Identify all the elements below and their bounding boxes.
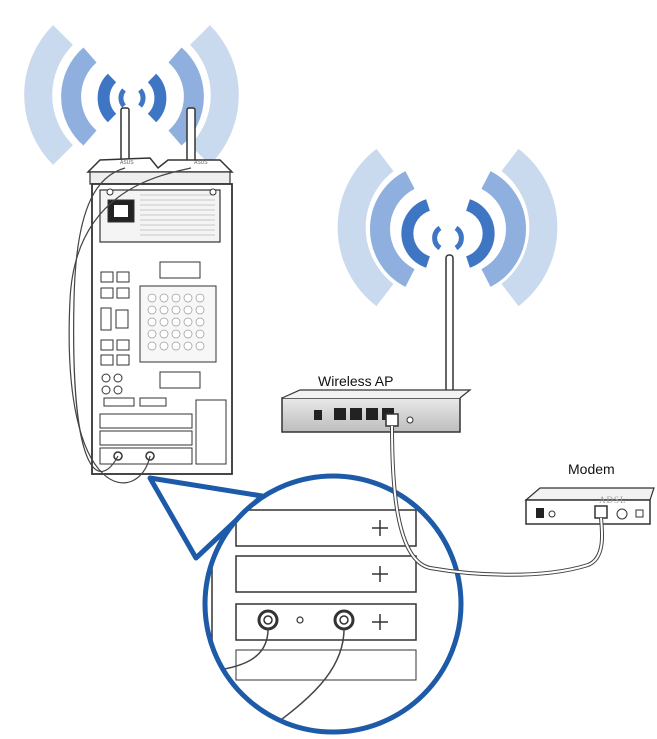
antenna-brand-label: ASUS: [194, 160, 208, 166]
wifi-signal-icon: [337, 148, 558, 307]
expansion-slot: [235, 509, 417, 547]
expansion-slot: [99, 430, 193, 446]
antenna-connector: [257, 609, 279, 631]
modem-brand-label: ADSL: [599, 495, 627, 505]
callout-circle: [202, 473, 464, 735]
wireless-ap: [281, 254, 472, 433]
wifi-signal-icon: [24, 25, 127, 165]
antenna-connector: [333, 609, 355, 631]
zoom-detail: [205, 505, 417, 732]
antenna-cable: [68, 167, 192, 484]
modem-label: Modem: [568, 461, 615, 477]
modem-port: [594, 505, 608, 519]
pc-tower: [68, 107, 234, 484]
plus-icon: [372, 520, 388, 630]
expansion-slot: [99, 413, 193, 429]
antenna-brand-label: ASUS: [120, 160, 134, 166]
ap-wan-port: [385, 413, 399, 427]
expansion-slot: [235, 555, 417, 593]
modem: [524, 487, 655, 525]
pc-antenna-right: [186, 107, 196, 169]
wireless-ap-label: Wireless AP: [318, 373, 394, 389]
wifi-signal-icon: [137, 25, 239, 165]
io-ports: [100, 271, 130, 395]
